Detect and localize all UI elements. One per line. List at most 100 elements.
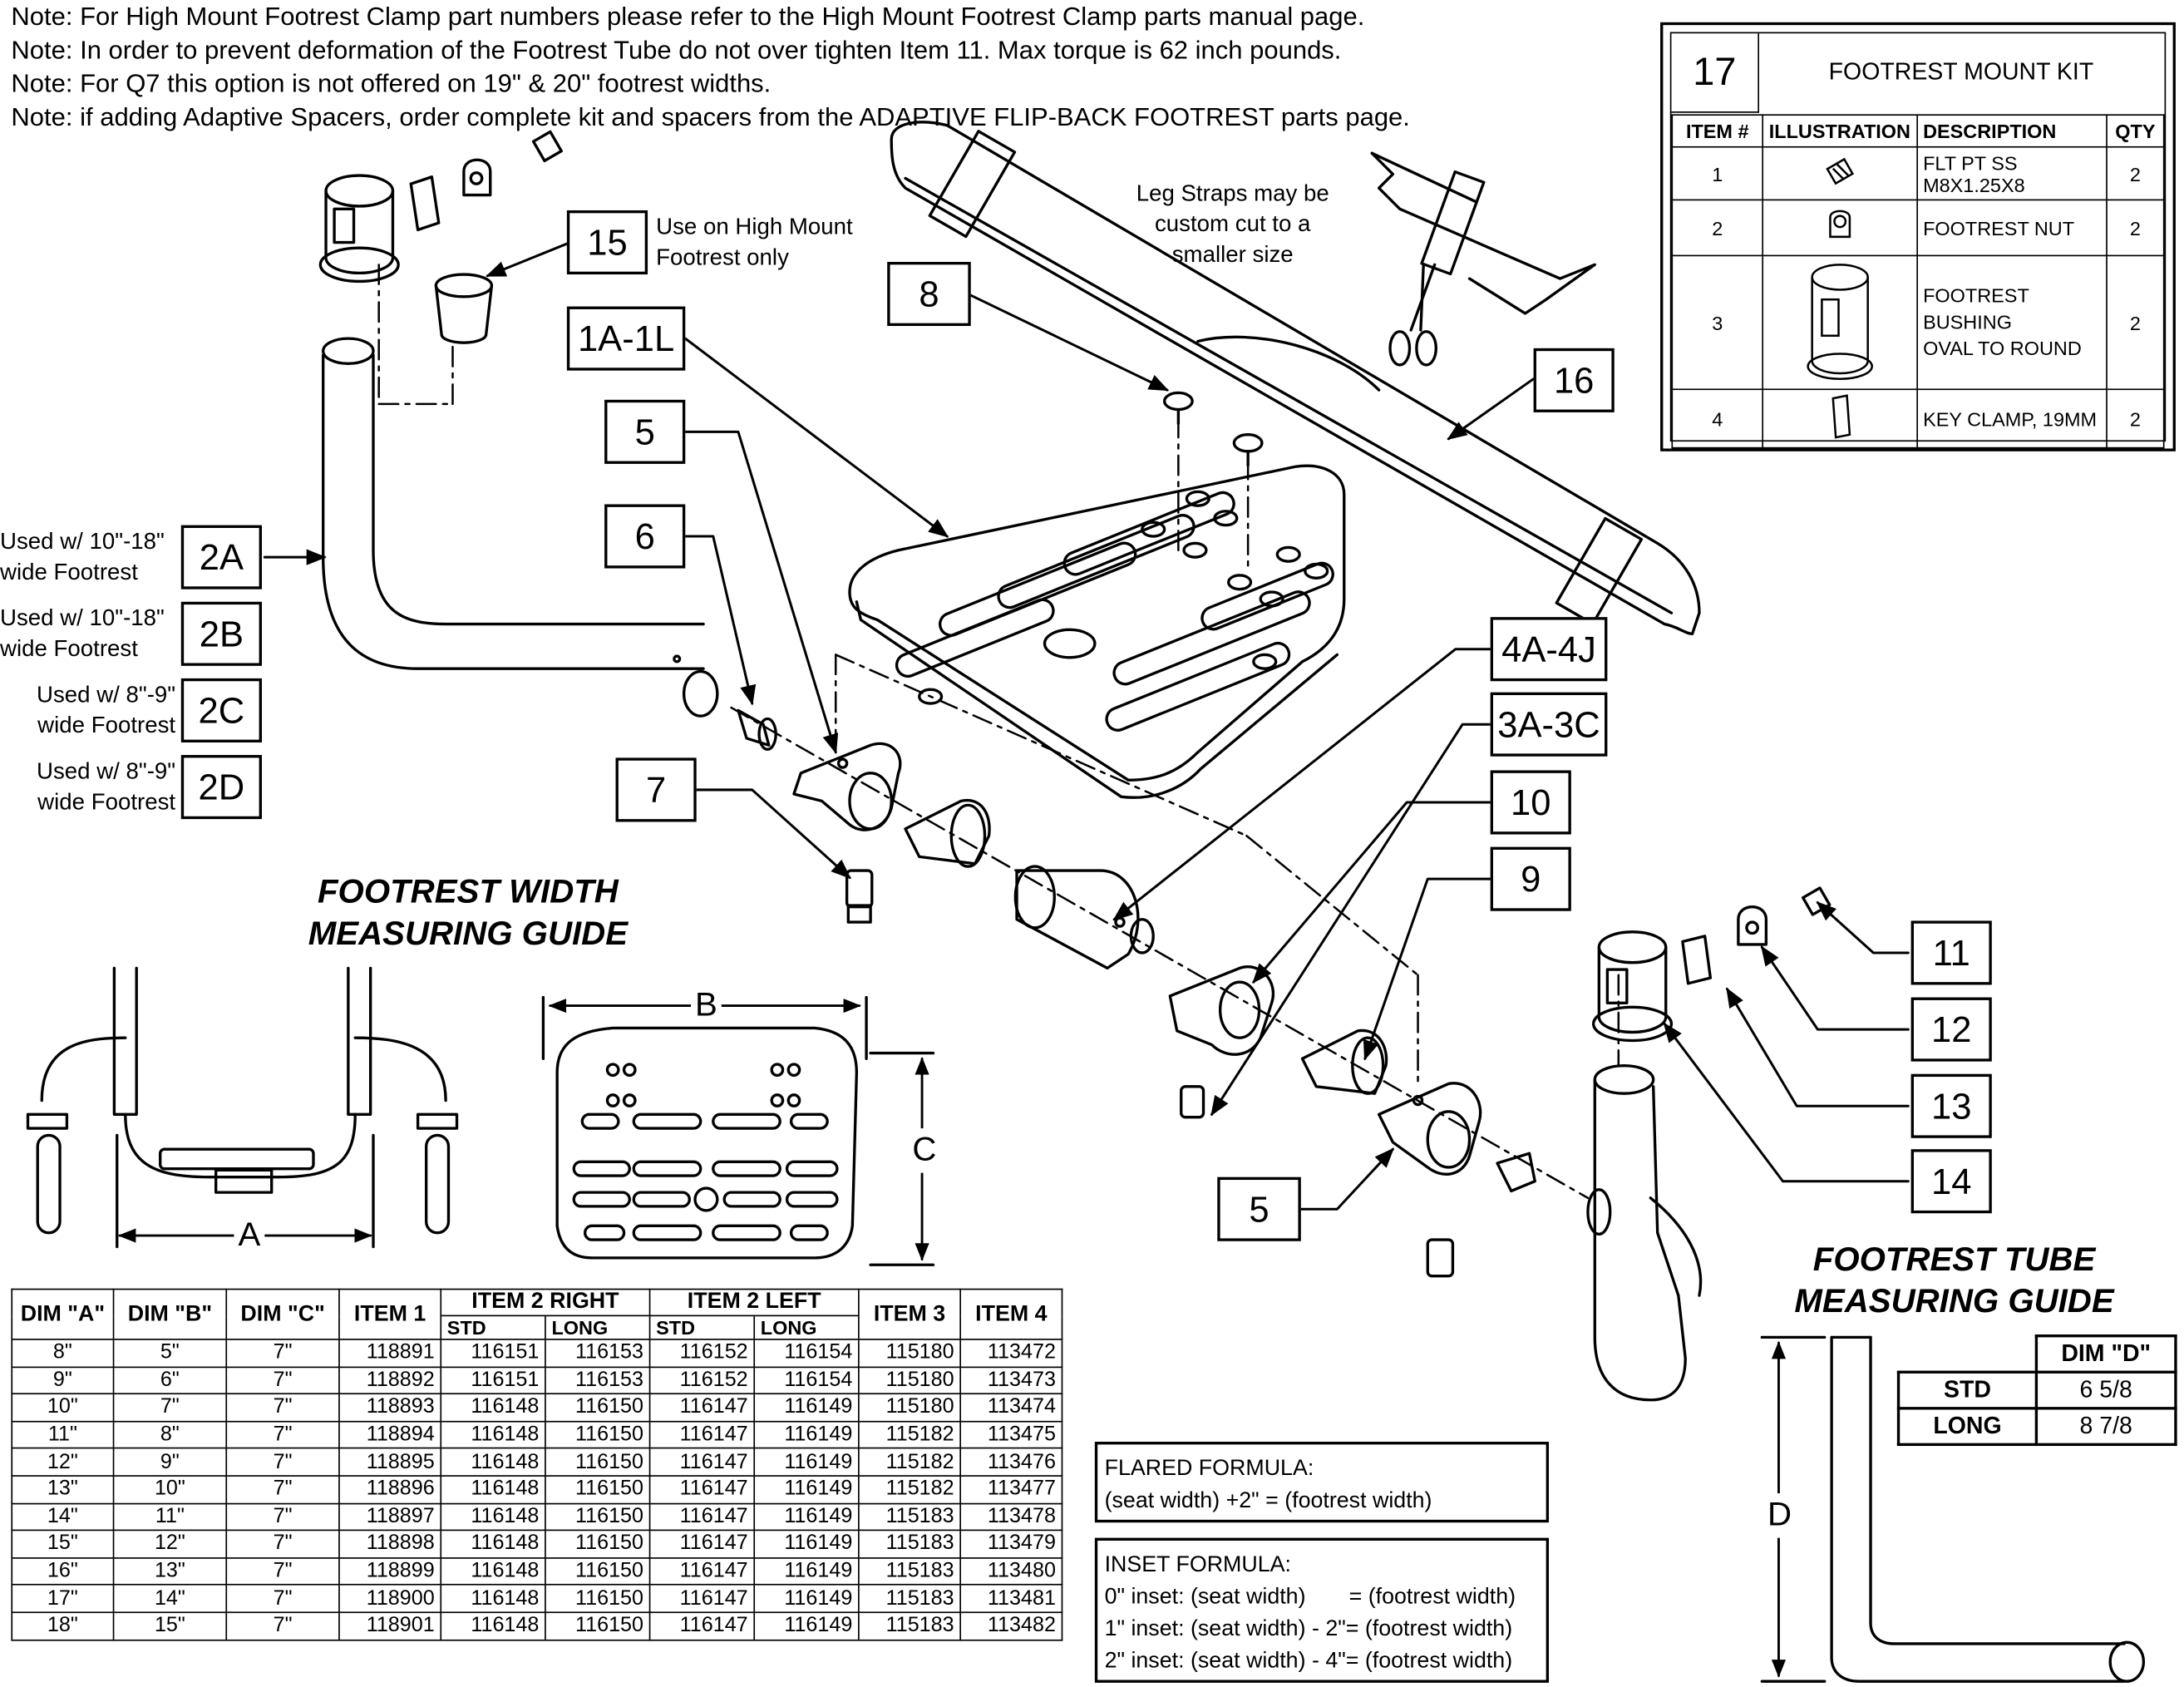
dim-d-blank [1899,1336,2037,1373]
note-line: Note: For High Mount Footrest Clamp part… [11,1,1365,31]
dim-d-row-value: 8 7/8 [2034,1407,2177,1447]
dims-cell: 116150 [545,1475,651,1504]
footrest-mount-kit-table: 17 FOOTREST MOUNT KIT ITEM # ILLUSTRATIO… [1660,22,2176,451]
dim-d-row-label: STD [1896,1370,2039,1410]
dims-subheader: STD [648,1315,756,1340]
dims-cell: 113474 [959,1393,1063,1423]
key-clamp-right [1681,935,1713,985]
set-screw-right [1801,886,1832,916]
callout-13: 13 [1910,1073,1992,1138]
kit-description: FOOTREST BUSHING OVAL TO ROUND [1915,254,2108,391]
dims-cell: 116151 [440,1339,546,1368]
callout-14: 14 [1910,1149,1992,1214]
dims-cell: 113479 [959,1529,1063,1559]
dims-cell: 118895 [338,1448,442,1477]
dims-cell: 7" [225,1339,340,1368]
kit-item: 3 [1671,254,1764,391]
leader-lines [263,242,1910,1211]
dims-cell: 113473 [959,1365,1063,1395]
dims-cell: 7" [225,1584,340,1613]
dims-cell: 116150 [545,1448,651,1477]
dims-cell: 116149 [753,1475,860,1504]
dims-cell: 15" [11,1529,115,1559]
dims-cell: 17" [11,1584,115,1613]
callout-2d: 2D [180,755,262,820]
dims-cell: 116150 [545,1529,651,1559]
callout-1a-1l: 1A-1L [566,306,686,371]
dims-header: ITEM 2 LEFT [648,1288,860,1317]
dims-header: DIM "B" [112,1288,228,1340]
dim-d-row-value: 6 5/8 [2034,1370,2177,1410]
kit-title: FOOTREST MOUNT KIT [1828,58,2094,86]
set-screw-left [531,130,563,163]
inset-formula-line: 2" inset: (seat width) - 4"= (footrest w… [1104,1649,1513,1674]
clamp-10 [1168,965,1274,1056]
dims-cell: 118891 [338,1339,442,1368]
dims-cell: 116152 [648,1339,756,1368]
dims-cell: 113475 [959,1420,1063,1450]
dims-cell: 115182 [858,1420,962,1450]
dims-cell: 118893 [338,1393,442,1423]
collar [904,798,991,868]
hanger-bushing-4 [1013,865,1155,970]
callout-5-right: 5 [1217,1176,1301,1241]
bushing-left [318,174,400,284]
dims-cell: 116150 [545,1556,651,1586]
high-mount-note: Use on High Mount Footrest only [656,215,853,271]
dims-cell: 13" [112,1556,228,1586]
dims-cell: 113477 [959,1475,1063,1504]
dims-header: DIM "C" [225,1288,340,1340]
dims-cell: 16" [11,1556,115,1586]
callout-16: 16 [1533,348,1615,412]
kit-header: QTY [2106,114,2165,148]
dims-cell: 116148 [440,1584,546,1613]
kit-item: 1 [1671,146,1764,201]
scissors-icon [1388,263,1437,367]
dims-cell: 11" [11,1420,115,1450]
dims-cell: 10" [112,1475,228,1504]
footrest-nut-left [462,158,492,197]
dims-cell: 116148 [440,1393,546,1423]
dims-header: ITEM 2 RIGHT [440,1288,651,1317]
footplate-screws [1162,391,1264,467]
flared-formula-line: (seat width) +2" = (footrest width) [1104,1488,1432,1513]
callout-2a: 2A [180,525,262,589]
key-clamp-icon [1762,388,1918,449]
dims-header: ITEM 4 [959,1288,1063,1340]
dims-cell: 116147 [648,1611,756,1640]
strap-cut-detail [1370,151,1596,315]
dims-cell: 116150 [545,1420,651,1450]
dims-cell: 118898 [338,1529,442,1559]
dims-cell: 118897 [338,1502,442,1532]
dims-cell: 118896 [338,1475,442,1504]
callout-2c: 2C [180,678,262,742]
dim-d-label: D [1767,1493,1792,1538]
dims-header: ITEM 1 [338,1288,442,1340]
dims-cell: 13" [11,1475,115,1504]
kit-number: 17 [1671,33,1760,113]
dims-cell: 9" [112,1448,228,1477]
dims-cell: 115183 [858,1529,962,1559]
used-2c-label: Used w/ 8"-9" wide Footrest [36,682,176,738]
dims-cell: 115182 [858,1448,962,1477]
dims-subheader: LONG [545,1315,651,1340]
dims-cell: 7" [225,1420,340,1450]
dims-cell: 118901 [338,1611,442,1640]
dims-cell: 12" [11,1448,115,1477]
inset-formula-line: 0" inset: (seat width) = (footrest width… [1104,1585,1516,1610]
dims-cell: 115183 [858,1556,962,1586]
dims-cell: 11" [112,1502,228,1532]
dims-cell: 14" [112,1584,228,1613]
flat-point-screw-icon [1762,146,1918,201]
callout-3a-3c: 3A-3C [1490,692,1608,757]
dims-cell: 116153 [545,1339,651,1368]
dims-cell: 116147 [648,1475,756,1504]
dims-cell: 113482 [959,1611,1063,1640]
